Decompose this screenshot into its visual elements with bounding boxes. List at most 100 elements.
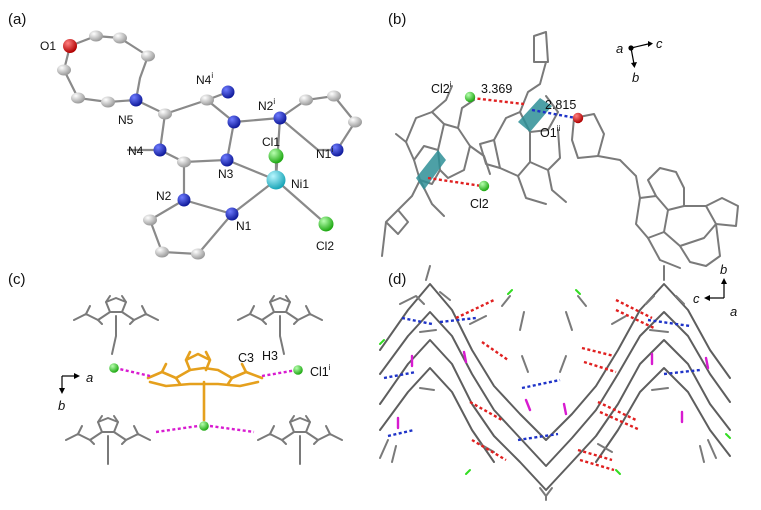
distance-2815: 2.815 <box>545 98 576 112</box>
label-N1i: N1i <box>316 145 333 161</box>
panel-d-hbonds-red <box>455 298 655 472</box>
axis-c-arrow <box>630 43 649 49</box>
panel-c: (c) <box>8 271 343 465</box>
hbond-red <box>615 308 655 330</box>
label-N3: N3 <box>218 167 234 181</box>
carbon-atom <box>57 64 71 76</box>
hbond-red <box>599 410 641 432</box>
chlorine-tip <box>465 469 471 475</box>
carbon-atom <box>141 50 155 62</box>
hbond-red <box>579 458 615 472</box>
hbond-ch-cl <box>114 366 151 378</box>
axis-a-label: a <box>730 304 737 319</box>
nitrogen-atom <box>220 153 234 167</box>
panel-c-molecule <box>257 415 343 465</box>
label-Ni1: Ni1 <box>291 177 309 191</box>
axis-c-label: c <box>656 36 663 51</box>
label-N4: N4 <box>128 144 144 158</box>
axis-a-label: a <box>86 370 93 385</box>
panel-d-chlorine-tips <box>379 289 731 475</box>
hbond-magenta <box>462 350 468 364</box>
nitrogen-atom <box>330 143 344 157</box>
oxygen-atom <box>63 39 77 53</box>
panel-a-bonds <box>62 34 357 256</box>
panel-d-framework <box>379 265 731 501</box>
label-Cl2: Cl2 <box>316 239 334 253</box>
panel-d-label: (d) <box>388 271 406 288</box>
hbond-red <box>471 438 507 462</box>
carbon-atom <box>143 214 157 226</box>
axis-b-arrowhead <box>59 388 65 394</box>
label-Cl1: Cl1 <box>262 135 280 149</box>
chlorine-tip <box>379 339 385 345</box>
panel-b: (b) a c b <box>381 11 739 269</box>
axis-b-arrow <box>630 47 635 65</box>
hbond-magenta <box>704 356 710 370</box>
chlorine-atom <box>318 216 334 232</box>
carbon-atom <box>158 108 172 120</box>
chlorine-atom <box>478 180 490 192</box>
oxygen-atom <box>572 112 584 124</box>
axis-b-label: b <box>58 398 65 413</box>
hbond-red <box>577 448 613 462</box>
hbond-red <box>615 298 653 320</box>
panel-b-molecule-left <box>381 85 491 257</box>
axis-b-label: b <box>632 70 639 85</box>
panel-b-molecule-middle <box>479 31 567 205</box>
nitrogen-atom <box>221 85 235 99</box>
hbond-o1ii-2815 <box>531 108 577 120</box>
label-N1: N1 <box>236 219 252 233</box>
hbond-magenta <box>524 398 532 412</box>
hbond-blue <box>387 428 415 438</box>
hbond-magenta <box>562 402 568 416</box>
panel-a-atoms <box>57 30 362 260</box>
panel-a-atom-labels: O1 N5 N4i N4 N2i N1i Cl1 N3 Ni1 N2 N1 Cl… <box>40 39 334 253</box>
label-N2i: N2i <box>258 97 275 113</box>
hbond-blue <box>517 432 559 442</box>
carbon-atom <box>348 116 362 128</box>
panel-b-labels: Cl2i 3.369 2.815 O1ii Cl2 <box>431 80 576 211</box>
panel-b-molecule-right <box>571 113 739 269</box>
axis-b-label: b <box>720 262 727 277</box>
hbond-blue <box>401 316 433 326</box>
chlorine-tip <box>575 289 581 295</box>
label-N2: N2 <box>156 189 172 203</box>
axis-a-arrowhead <box>74 373 80 379</box>
label-Cl2: Cl2 <box>470 197 489 211</box>
label-H3: H3 <box>262 349 278 363</box>
nickel-atom <box>266 170 286 190</box>
nitrogen-atom <box>227 115 241 129</box>
chelate-ring <box>518 98 552 132</box>
nitrogen-atom <box>273 111 287 125</box>
label-O1ii: O1ii <box>540 124 560 140</box>
panel-a: (a) <box>8 11 362 260</box>
hbond-red <box>581 346 615 358</box>
chlorine-atom <box>199 421 209 431</box>
panel-d-magenta-bonds <box>396 350 710 430</box>
hbond-red <box>481 341 509 361</box>
chelate-ring <box>416 150 446 190</box>
axis-b-arrowhead <box>631 62 637 68</box>
axis-a-label: a <box>616 41 623 56</box>
hbond-red <box>469 400 503 422</box>
panel-c-label: (c) <box>8 271 26 288</box>
panel-d-hbonds-blue <box>383 316 701 442</box>
hbond-cl2i-3369 <box>471 96 525 106</box>
carbon-atom <box>155 246 169 258</box>
axis-c-label: c <box>693 291 700 306</box>
chlorine-tip <box>507 289 513 295</box>
panel-c-molecule <box>65 415 151 465</box>
distance-3369: 3.369 <box>481 82 512 96</box>
panel-c-molecule <box>73 295 159 355</box>
panel-c-axes: a b <box>58 370 93 413</box>
label-C3: C3 <box>238 351 254 365</box>
nitrogen-atom <box>177 193 191 207</box>
carbon-atom <box>327 90 341 102</box>
hbond-blue <box>439 316 477 324</box>
carbon-atom <box>113 32 127 44</box>
panel-c-labels: C3 H3 Cl1i <box>238 349 331 379</box>
panel-c-molecule <box>237 295 323 355</box>
carbon-atom <box>177 156 191 168</box>
hbond-blue <box>647 318 691 328</box>
